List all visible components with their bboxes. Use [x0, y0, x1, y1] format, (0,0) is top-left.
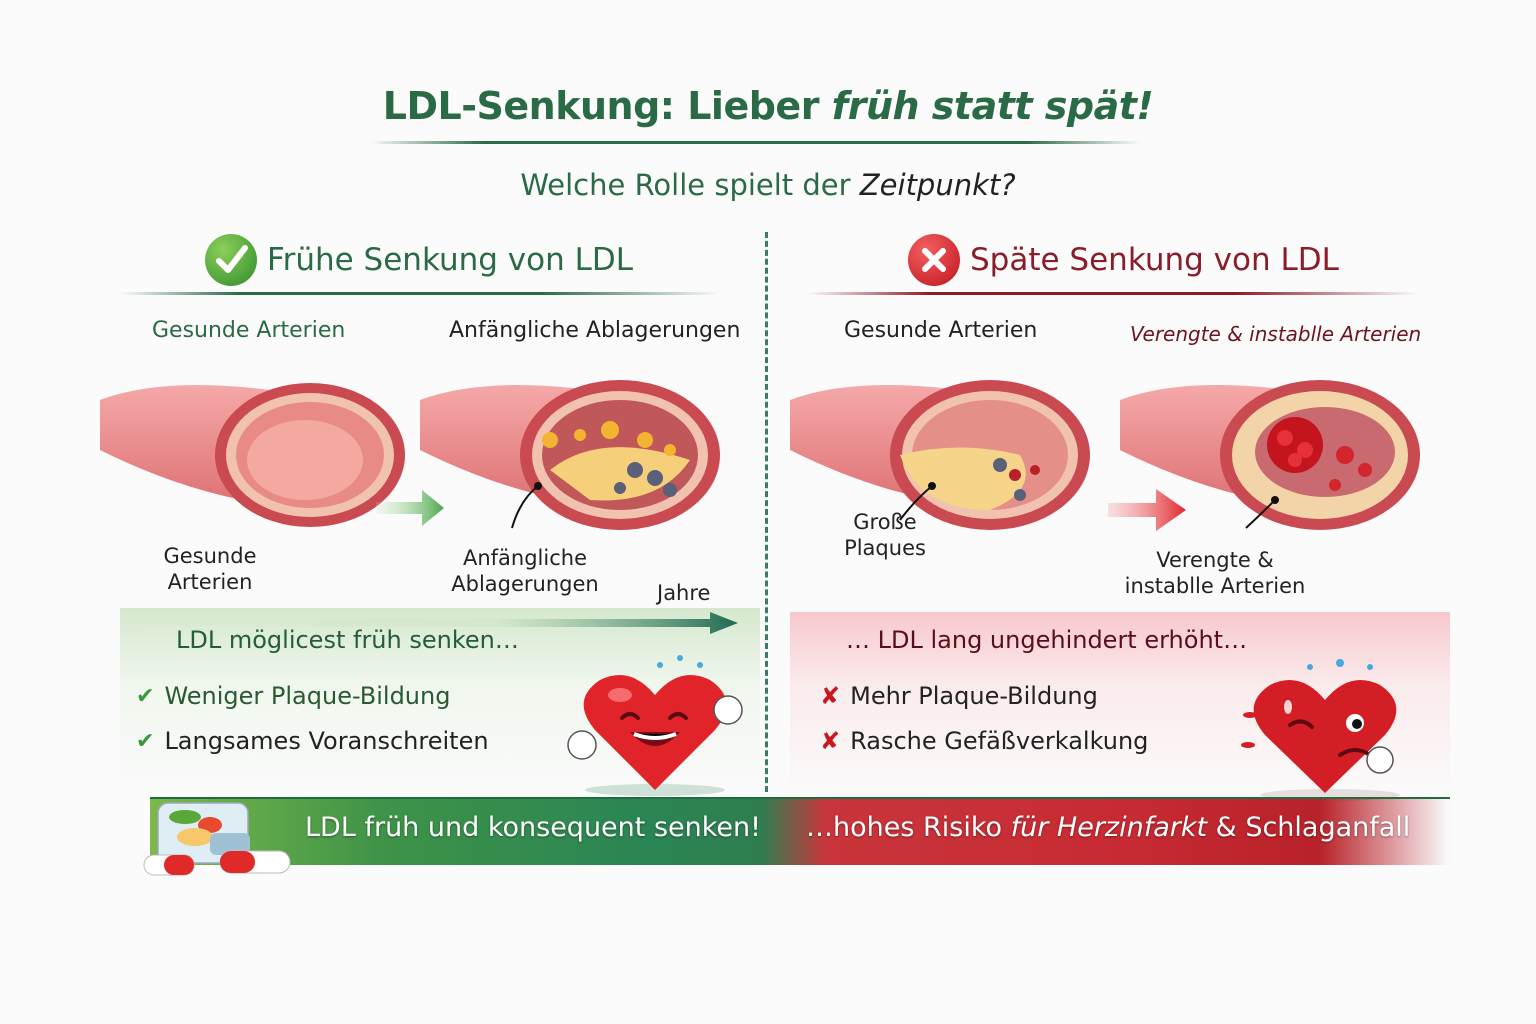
late-lowering-heading: Späte Senkung von LDL [908, 232, 1339, 288]
timeline-arrow-icon [140, 612, 738, 634]
page-title: LDL-Senkung: Lieber früh statt spät! [382, 84, 1154, 128]
progress-arrow-red-icon [1108, 489, 1186, 531]
title-divider [370, 141, 1140, 144]
conclusion-banner [150, 797, 1450, 865]
left-heading-rule [120, 292, 720, 295]
pills-jar-icon [143, 802, 291, 876]
unstable-artery-illustration [1120, 380, 1420, 530]
late-band-text: … LDL lang ungehindert erhöht… [846, 626, 1248, 654]
right-heading-rule [808, 292, 1418, 295]
conclusion-left-text: LDL früh und konsequent senken! [305, 812, 761, 843]
check-badge-icon [205, 234, 257, 286]
conclusion-right-text: …hohes Risiko für Herzinfarkt & Schlagan… [806, 812, 1411, 843]
right-caption-1: Große Plaques [844, 510, 926, 560]
progress-arrow-green-icon [376, 490, 444, 526]
left-stage2-label: Anfängliche Ablagerungen [449, 318, 741, 343]
happy-heart-icon [567, 655, 743, 796]
worried-heart-icon [1241, 659, 1400, 801]
checkmark-icon: ✔ [136, 683, 155, 709]
left-caption-2: Anfängliche Ablagerungen [451, 546, 599, 596]
right-caption-2: Verengte & instablle Arterien [1124, 548, 1306, 598]
early-benefit-2: ✔ Langsames Voranschreiten [136, 727, 489, 755]
cross-icon: ✘ [820, 727, 841, 755]
left-stage1-label: Gesunde Arterien [152, 318, 346, 343]
large-plaque-artery-illustration [790, 380, 1090, 530]
early-lowering-heading: Frühe Senkung von LDL [205, 232, 633, 288]
checkmark-icon: ✔ [136, 728, 155, 754]
late-risk-2: ✘ Rasche Gefäßverkalkung [820, 727, 1149, 755]
early-plaque-artery-illustration [420, 380, 720, 530]
cross-icon: ✘ [820, 682, 841, 710]
page-subtitle: Welche Rolle spielt der Zeitpunkt? [520, 168, 1016, 202]
timeline-label: Jahre [657, 581, 711, 605]
cross-badge-icon [908, 234, 960, 286]
healthy-artery-illustration [100, 383, 405, 527]
right-stage2-label: Verengte & instablle Arterien [1130, 322, 1422, 346]
early-band-text: LDL möglicest früh senken… [176, 626, 519, 654]
column-divider [765, 232, 768, 792]
right-stage1-label: Gesunde Arterien [844, 318, 1038, 343]
left-caption-1: Gesunde Arterien [163, 544, 257, 594]
early-benefit-1: ✔ Weniger Plaque-Bildung [136, 682, 451, 710]
late-risk-1: ✘ Mehr Plaque-Bildung [820, 682, 1098, 710]
